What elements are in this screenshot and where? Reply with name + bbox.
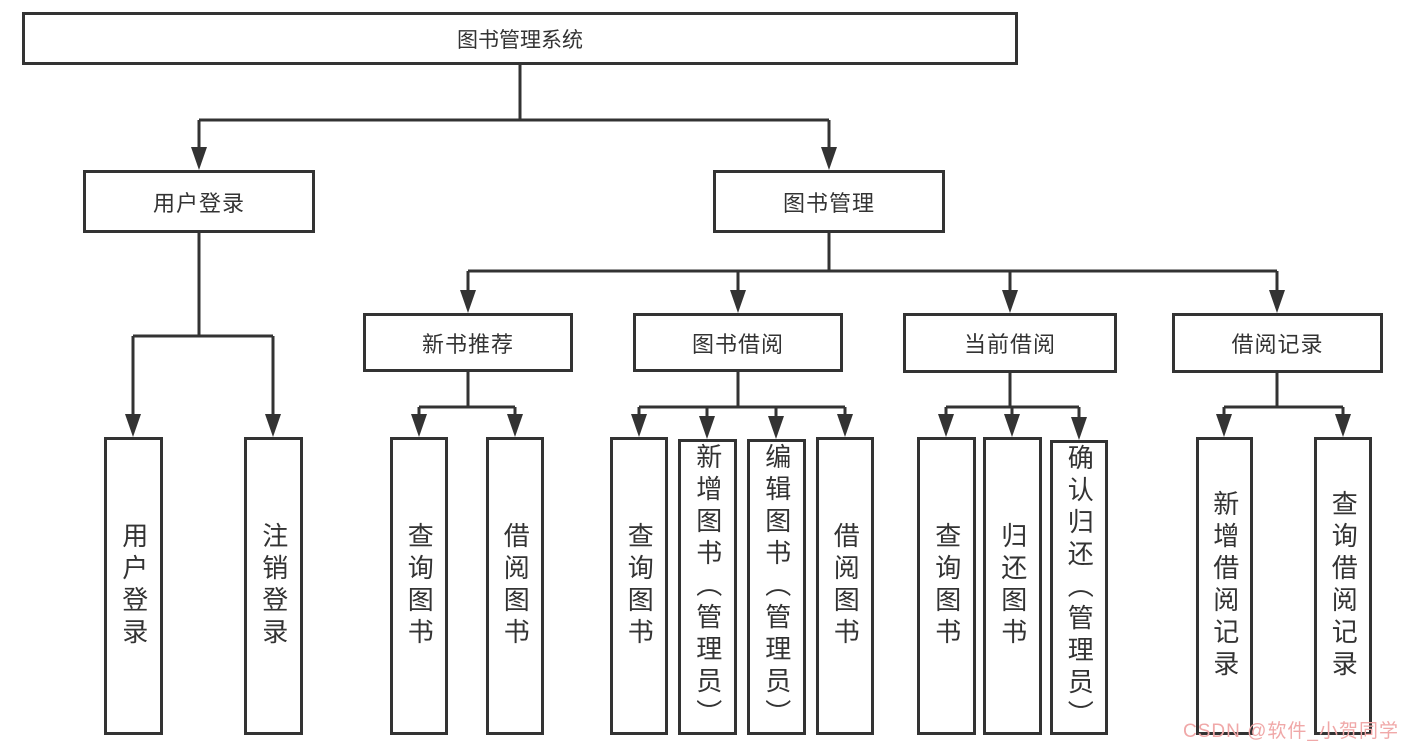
leaf-rec-query-books-label: 查询图书 (404, 522, 435, 650)
branch-book-management-to-level3 (466, 233, 1279, 295)
node-book-management-label: 图书管理 (782, 190, 875, 216)
node-user-login: 用户登录 (83, 170, 315, 233)
leaf-rec-query-books: 查询图书 (390, 437, 448, 735)
leaf-bb-edit-books-label: 编辑图书（管理员） (761, 443, 792, 731)
leaf-user-login: 用户登录 (104, 437, 163, 735)
branch-root-to-level2 (197, 65, 831, 152)
node-borrow-records-label: 借阅记录 (1231, 332, 1324, 357)
leaf-cb-confirm-return-label: 确认归还（管理员） (1064, 443, 1095, 732)
node-borrow-records: 借阅记录 (1172, 313, 1383, 373)
arrowheads (125, 147, 1351, 440)
leaf-bb-query-books-label: 查询图书 (624, 522, 655, 650)
branch-book-borrow-to-leaves (637, 372, 847, 421)
csdn-watermark: CSDN @软件_小贺同学 (1183, 721, 1399, 742)
leaf-br-query-record-label: 查询借阅记录 (1328, 490, 1359, 682)
node-book-borrow-label: 图书借阅 (691, 331, 784, 357)
leaf-bb-borrow-books-label: 借阅图书 (830, 522, 861, 650)
leaf-cb-confirm-return: 确认归还（管理员） (1050, 440, 1108, 735)
node-new-book-rec: 新书推荐 (363, 313, 573, 372)
leaf-cb-return-books-label: 归还图书 (997, 522, 1028, 650)
leaf-rec-borrow-books: 借阅图书 (486, 437, 544, 735)
node-user-login-label: 用户登录 (152, 190, 245, 216)
node-root: 图书管理系统 (22, 12, 1018, 65)
leaf-br-query-record: 查询借阅记录 (1314, 437, 1372, 735)
branch-user-login-to-leaves (131, 233, 275, 419)
leaf-logout-label: 注销登录 (258, 522, 289, 650)
leaf-bb-query-books: 查询图书 (610, 437, 668, 735)
node-root-label: 图书管理系统 (457, 28, 583, 52)
node-book-borrow: 图书借阅 (633, 313, 843, 372)
leaf-bb-add-books: 新增图书（管理员） (678, 439, 737, 735)
node-current-borrow-label: 当前借阅 (963, 332, 1056, 357)
branch-new-book-rec-to-leaves (417, 372, 517, 419)
leaf-cb-query-books: 查询图书 (917, 437, 976, 735)
branch-current-borrow-to-leaves (944, 372, 1081, 422)
leaf-br-add-record-label: 新增借阅记录 (1209, 490, 1240, 682)
node-current-borrow: 当前借阅 (903, 313, 1117, 373)
leaf-bb-edit-books: 编辑图书（管理员） (747, 439, 806, 735)
leaf-cb-query-books-label: 查询图书 (931, 522, 962, 650)
leaf-br-add-record: 新增借阅记录 (1196, 437, 1253, 735)
leaf-cb-return-books: 归还图书 (983, 437, 1042, 735)
leaf-bb-borrow-books: 借阅图书 (816, 437, 874, 735)
node-book-management: 图书管理 (713, 170, 945, 233)
leaf-user-login-label: 用户登录 (118, 522, 149, 650)
leaf-rec-borrow-books-label: 借阅图书 (500, 522, 531, 650)
leaf-bb-add-books-label: 新增图书（管理员） (692, 443, 723, 731)
branch-borrow-records-to-leaves (1222, 372, 1345, 419)
node-new-book-rec-label: 新书推荐 (421, 331, 514, 357)
leaf-logout: 注销登录 (244, 437, 303, 735)
